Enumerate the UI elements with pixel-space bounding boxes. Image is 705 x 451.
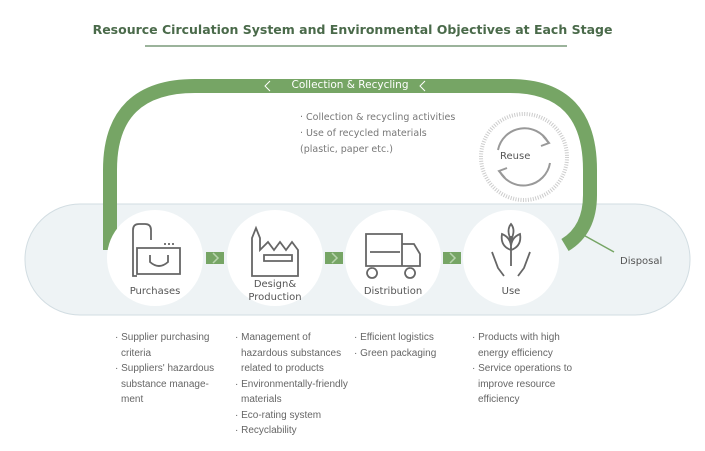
shopping-bag-icon [132,223,181,277]
chevron-arrow [331,252,339,264]
chevron-arrow [212,252,220,264]
disposal-line [577,231,615,253]
objective: · Management of hazardous substances rel… [235,332,342,374]
objective: · Environmentally-friendly materials [235,378,348,406]
objective: · Green packaging [354,347,437,359]
objective: · Service operations to improve resource… [472,363,573,405]
chevron-icon [206,252,224,264]
stage-circle [107,210,203,306]
recycle-arrows-icon [479,112,569,202]
loop-note: · Collection & recycling activities [300,112,456,123]
stage-label-design: Design&Production [225,278,325,304]
chevron-arrow [449,252,457,264]
reuse-label: Reuse [500,151,531,162]
objective: · Recyclability [235,425,297,436]
objectives-use: · Products with high energy efficiency ·… [472,330,582,408]
label-line: Production [248,292,302,303]
loop-label: Collection & Recycling [291,79,409,91]
chevron-icon [443,252,461,264]
objective: · Suppliers' hazardous substance manage-… [115,363,215,405]
collection-loop [103,79,597,252]
loop-note: (plastic, paper etc.) [300,144,393,155]
objective: · Products with high energy efficiency [472,332,560,359]
page-title: Resource Circulation System and Environm… [92,22,613,37]
label-line: Design& [253,279,297,290]
factory-icon [251,225,299,277]
stage-label-distribution: Distribution [363,286,423,297]
objectives-distribution: · Efficient logistics · Green packaging [354,330,464,361]
stage-circle [227,210,323,306]
stage-label-purchases: Purchases [129,286,181,297]
objectives-design: · Management of hazardous substances rel… [235,330,350,439]
loop-note: · Use of recycled materials [300,128,427,139]
loop-notes: · Collection & recycling activities · Us… [300,110,455,158]
hands-plant-icon [491,222,531,277]
disposal-label: Disposal [620,256,663,267]
loop-chevron-icons [264,80,426,92]
stage-label-use: Use [501,286,521,297]
chevron-icon [325,252,343,264]
objective: · Efficient logistics [354,332,434,343]
objectives-purchases: · Supplier purchasing criteria · Supplie… [115,330,220,408]
truck-icon [365,233,421,279]
objective: · Supplier purchasing criteria [115,332,210,359]
objective: · Eco-rating system [235,409,322,421]
